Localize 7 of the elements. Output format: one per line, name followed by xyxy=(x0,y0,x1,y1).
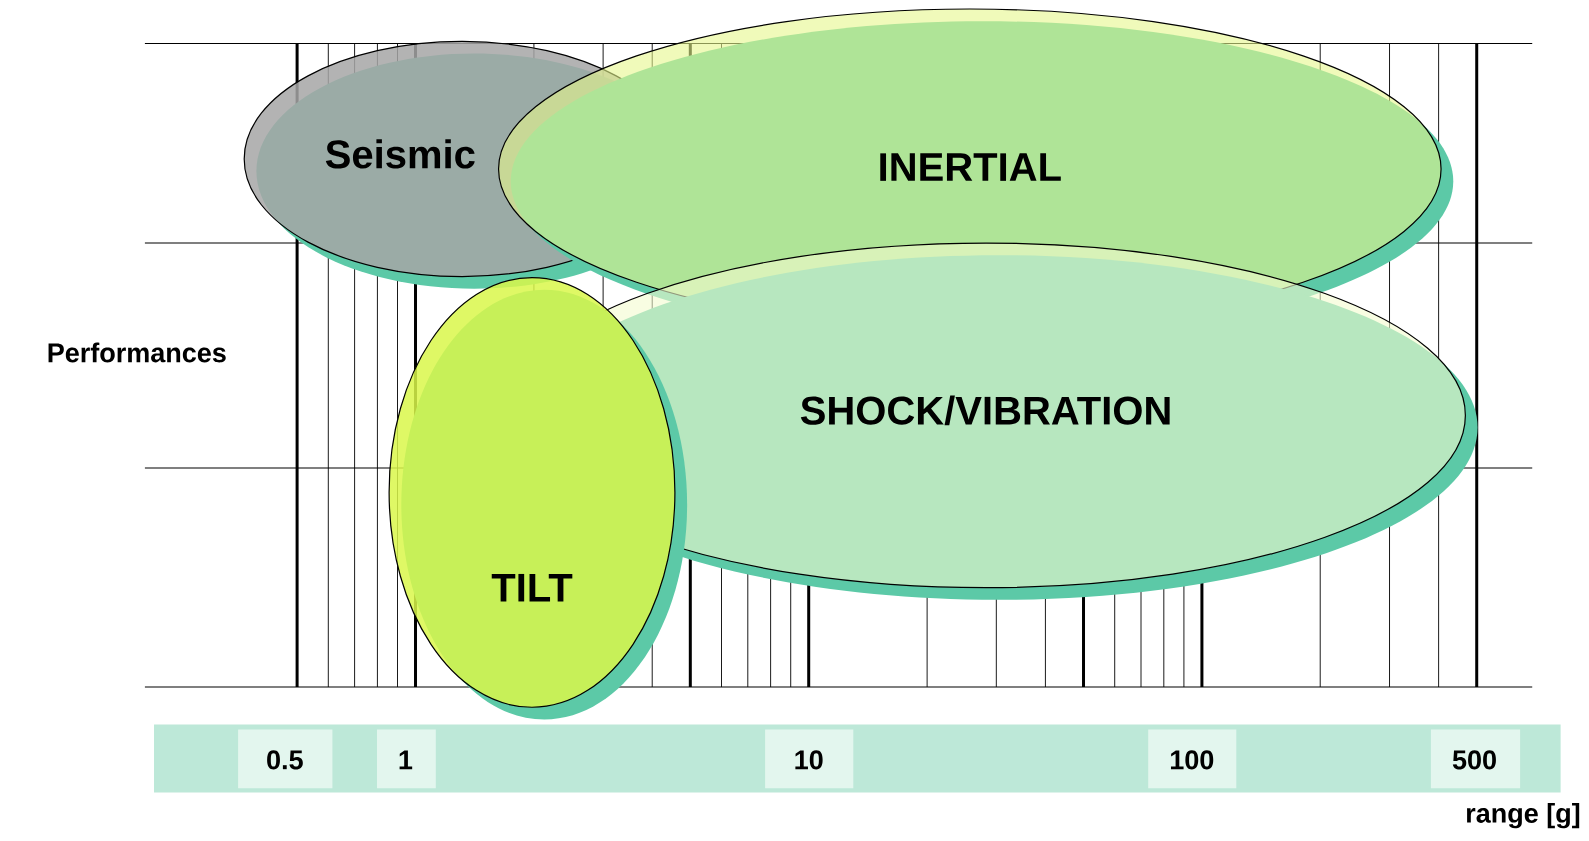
tick-label: 100 xyxy=(1148,729,1237,789)
tick-label: 10 xyxy=(765,729,854,789)
tick-label: 0.5 xyxy=(238,729,333,789)
tick-label: 1 xyxy=(377,729,436,789)
axis-label: Performances xyxy=(48,342,226,363)
axis-label: range [g] xyxy=(1467,803,1580,829)
tick-label: 500 xyxy=(1430,729,1521,789)
